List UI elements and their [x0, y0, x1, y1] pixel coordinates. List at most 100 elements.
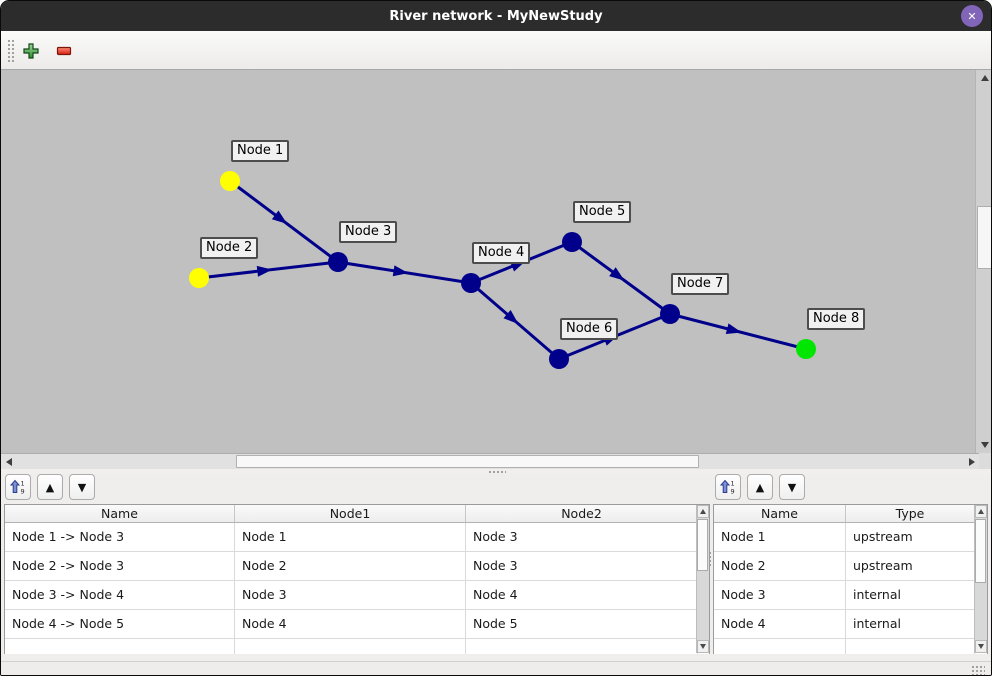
canvas-horizontal-scrollbar[interactable]: [1, 453, 979, 469]
column-header[interactable]: Node1: [235, 505, 466, 522]
scroll-down-button[interactable]: [697, 640, 709, 653]
nodes-move-down-button[interactable]: ▼: [779, 474, 805, 500]
down-arrow-icon: [980, 442, 989, 448]
empty-row: [714, 639, 987, 654]
node-circle[interactable]: [549, 349, 569, 369]
table-cell: Node 3: [466, 552, 698, 580]
down-triangle-icon: ▼: [77, 480, 87, 494]
table-cell: Node 2: [714, 552, 846, 580]
node-circle[interactable]: [189, 268, 209, 288]
canvas-vertical-scrollbar[interactable]: [975, 70, 991, 453]
svg-text:1: 1: [731, 480, 735, 488]
node-label[interactable]: Node 2: [200, 237, 259, 259]
column-header[interactable]: Name: [714, 505, 846, 522]
horizontal-splitter[interactable]: [1, 469, 991, 474]
nodes-move-up-button[interactable]: ▲: [747, 474, 773, 500]
table-cell: Node 2: [235, 552, 466, 580]
toolbar: [1, 31, 991, 70]
table-cell: Node 4: [235, 610, 466, 638]
node-label[interactable]: Node 8: [807, 308, 866, 330]
table-cell: Node 4: [714, 610, 846, 638]
edge-arrow-icon: [725, 323, 742, 335]
edge-arrow-icon: [271, 210, 288, 224]
node-circle[interactable]: [328, 252, 348, 272]
sort-ascending-icon: 1 9: [720, 480, 735, 495]
vertical-splitter-grip[interactable]: [708, 551, 712, 567]
node-circle[interactable]: [220, 171, 240, 191]
scroll-right-button[interactable]: [964, 454, 979, 469]
node-circle[interactable]: [562, 232, 582, 252]
node-circle[interactable]: [796, 339, 816, 359]
table-cell: [5, 639, 235, 654]
node-label[interactable]: Node 4: [472, 242, 531, 264]
table-cell: Node 3 -> Node 4: [5, 581, 235, 609]
branches-sort-button[interactable]: 1 9: [5, 474, 31, 500]
remove-icon: [56, 46, 72, 56]
node-label[interactable]: Node 7: [671, 273, 730, 295]
window-resize-grip[interactable]: [971, 665, 985, 675]
node-label[interactable]: Node 1: [231, 140, 290, 162]
table-cell: upstream: [846, 523, 975, 551]
network-canvas[interactable]: Node 1 Node 2 Node 3 Node 4 Node 5 Node 6 Node…: [1, 70, 975, 453]
remove-node-button[interactable]: [55, 42, 73, 60]
sort-ascending-icon: 1 9: [10, 480, 25, 496]
up-arrow-icon: [980, 75, 989, 81]
table-cell: Node 4 -> Node 5: [5, 610, 235, 638]
column-header[interactable]: Node2: [466, 505, 698, 522]
scroll-down-button[interactable]: [975, 640, 987, 653]
edge-arrow-icon: [392, 265, 409, 277]
scroll-up-button[interactable]: [976, 70, 991, 86]
table-cell: [846, 639, 975, 654]
table-cell: upstream: [846, 552, 975, 580]
table-cell: Node 3: [714, 581, 846, 609]
node-circle[interactable]: [461, 273, 481, 293]
scroll-left-button[interactable]: [1, 454, 16, 469]
table-cell: [714, 639, 846, 654]
scroll-up-button[interactable]: [975, 505, 987, 518]
node-label[interactable]: Node 5: [573, 201, 632, 223]
edge-arrow-icon: [503, 309, 519, 324]
down-arrow-icon: [978, 644, 984, 649]
node-label[interactable]: Node 6: [560, 318, 619, 340]
branches-table-scrollbar[interactable]: [696, 505, 709, 653]
table-cell: [235, 639, 466, 654]
table-scroll-thumb[interactable]: [697, 519, 708, 571]
scroll-down-button[interactable]: [976, 437, 991, 453]
add-node-button[interactable]: [22, 42, 40, 60]
table-cell: internal: [846, 610, 975, 638]
column-header[interactable]: Type: [846, 505, 975, 522]
column-header[interactable]: Name: [5, 505, 235, 522]
table-cell: Node 1: [714, 523, 846, 551]
table-cell: Node 3: [466, 523, 698, 551]
vertical-scroll-thumb[interactable]: [977, 206, 991, 269]
table-cell: Node 5: [466, 610, 698, 638]
table-cell: Node 1 -> Node 3: [5, 523, 235, 551]
nodes-sort-button[interactable]: 1 9: [715, 474, 741, 500]
table-scroll-thumb[interactable]: [975, 519, 986, 583]
node-circle[interactable]: [660, 304, 680, 324]
splitter-grip[interactable]: [488, 470, 506, 473]
scroll-up-button[interactable]: [697, 505, 709, 518]
close-button[interactable]: ✕: [961, 5, 983, 27]
branches-move-down-button[interactable]: ▼: [69, 474, 95, 500]
toolbar-grip[interactable]: [7, 39, 15, 63]
horizontal-scroll-thumb[interactable]: [236, 455, 699, 468]
node-label[interactable]: Node 3: [339, 221, 398, 243]
branches-move-up-button[interactable]: ▲: [37, 474, 63, 500]
close-icon: ✕: [967, 9, 977, 23]
svg-text:9: 9: [21, 488, 25, 496]
nodes-table-scrollbar[interactable]: [974, 505, 987, 653]
